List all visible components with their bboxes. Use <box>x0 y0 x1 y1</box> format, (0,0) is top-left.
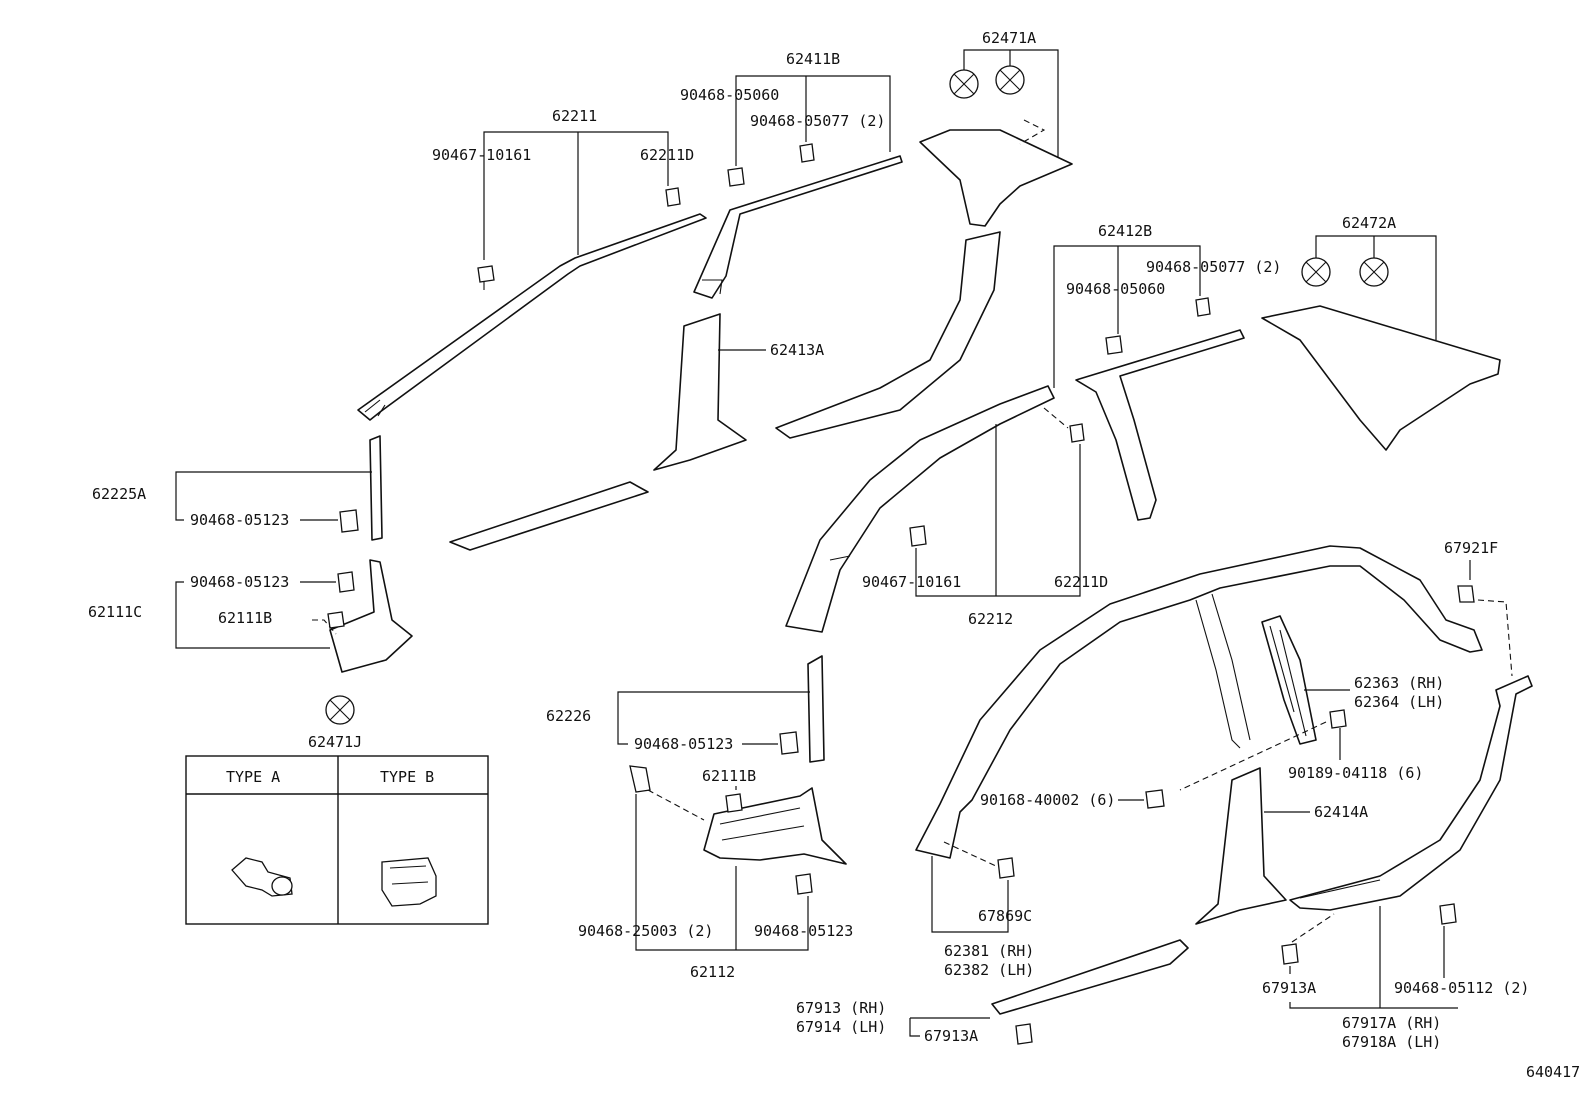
screw-67921F <box>1457 585 1475 603</box>
label-62414A: 62414A <box>1314 803 1368 821</box>
cross-clip-icon-d <box>1359 257 1389 287</box>
quarter-trim-upper-rear <box>1261 305 1501 451</box>
clip-62111B-front <box>327 611 345 629</box>
clip-90468-05060-b <box>1105 335 1123 355</box>
label-62382: 62382 (LH) <box>944 961 1034 979</box>
label-62411B: 62411B <box>786 50 840 68</box>
clip-62211D-front <box>665 187 681 207</box>
label-90468-05077-a: 90468-05077 (2) <box>750 112 885 130</box>
label-62226: 62226 <box>546 707 591 725</box>
clip-type-table: TYPE A TYPE B <box>185 755 489 925</box>
kick-panel-strip-rear <box>807 655 825 763</box>
cowl-side-trim-front <box>329 559 413 673</box>
label-90468-05077-b: 90468-05077 (2) <box>1146 258 1281 276</box>
clip-67913A-front <box>1015 1023 1033 1045</box>
label-67921F: 67921F <box>1444 539 1498 557</box>
diagram-code: 640417 <box>1526 1063 1580 1081</box>
clip-90468-05060-a <box>727 167 745 187</box>
clip-90468-05112 <box>1439 903 1457 925</box>
clip-90468-05123-d <box>795 873 813 895</box>
clip-62211D-rear <box>1069 423 1085 443</box>
clip-67913A-rear <box>1281 943 1299 965</box>
label-62211: 62211 <box>552 107 597 125</box>
clip-90468-05123-c <box>779 731 799 755</box>
label-90168-40002: 90168-40002 (6) <box>980 791 1115 809</box>
type-a-clip-icon <box>231 857 293 897</box>
label-62413A: 62413A <box>770 341 824 359</box>
quarter-trim-upper-front <box>919 129 1073 227</box>
cross-clip-icon-c <box>1301 257 1331 287</box>
rear-pillar-upper-garnish <box>1075 329 1245 521</box>
label-67914: 67914 (LH) <box>796 1018 886 1036</box>
a-pillar-garnish-front <box>357 213 707 421</box>
label-90468-25003: 90468-25003 (2) <box>578 922 713 940</box>
label-90468-05112: 90468-05112 (2) <box>1394 979 1529 997</box>
label-62412B: 62412B <box>1098 222 1152 240</box>
type-b-clip-icon <box>381 857 437 907</box>
label-62112: 62112 <box>690 963 735 981</box>
label-90468-05060-a: 90468-05060 <box>680 86 779 104</box>
label-67869C: 67869C <box>978 907 1032 925</box>
cross-clip-icon-a <box>949 69 979 99</box>
clip-90468-05077-b <box>1195 297 1211 317</box>
label-62211D-rear: 62211D <box>1054 573 1108 591</box>
clip-90467-10161-front <box>477 265 495 290</box>
label-67917A: 67917A (RH) <box>1342 1014 1441 1032</box>
rear-pillar-lower-garnish <box>775 231 1001 439</box>
cross-clip-icon-62471J <box>325 695 355 725</box>
center-pillar-upper-garnish <box>693 155 903 299</box>
label-67918A: 67918A (LH) <box>1342 1033 1441 1051</box>
clip-90467-10161-rear <box>909 525 927 547</box>
label-62211D-front: 62211D <box>640 146 694 164</box>
door-opening-trim <box>915 545 1483 859</box>
cross-clip-icon-b <box>995 65 1025 95</box>
label-62212: 62212 <box>968 610 1013 628</box>
clip-90468-05123-b <box>337 571 355 593</box>
clip-90468-05077-a <box>799 143 815 163</box>
center-pillar-lower-garnish <box>653 313 747 471</box>
screw-67869C <box>997 857 1015 879</box>
type-a-header: TYPE A <box>226 768 280 786</box>
label-62471A: 62471A <box>982 29 1036 47</box>
clip-90468-05123-a <box>339 509 359 533</box>
label-62111B-rear: 62111B <box>702 767 756 785</box>
front-scuff-plate <box>449 481 649 551</box>
rear-pillar-weatherstrip <box>1261 615 1317 745</box>
label-90189-04118: 90189-04118 (6) <box>1288 764 1423 782</box>
label-62363: 62363 (RH) <box>1354 674 1444 692</box>
label-67913A-front: 67913A <box>924 1027 978 1045</box>
label-62472A: 62472A <box>1342 214 1396 232</box>
label-90467-10161-rear: 90467-10161 <box>862 573 961 591</box>
clip-90468-25003 <box>629 765 651 793</box>
label-90468-05123-c: 90468-05123 <box>634 735 733 753</box>
cowl-side-trim-rear <box>703 787 847 865</box>
label-62111B-front: 62111B <box>218 609 272 627</box>
label-90468-05123-a: 90468-05123 <box>190 511 289 529</box>
a-pillar-garnish-rear <box>785 385 1055 633</box>
rear-door-scuff-plate <box>1289 675 1533 911</box>
label-67913A-rear: 67913A <box>1262 979 1316 997</box>
label-62225A: 62225A <box>92 485 146 503</box>
clip-90189-04118 <box>1329 709 1347 729</box>
label-90468-05123-b: 90468-05123 <box>190 573 289 591</box>
clip-62111B-rear <box>725 793 743 813</box>
screw-90168-40002 <box>1145 789 1165 809</box>
label-90468-05123-d: 90468-05123 <box>754 922 853 940</box>
label-62364: 62364 (LH) <box>1354 693 1444 711</box>
type-b-header: TYPE B <box>380 768 434 786</box>
center-pillar-lower-garnish-rear <box>1195 767 1287 925</box>
label-67913: 67913 (RH) <box>796 999 886 1017</box>
label-90468-05060-b: 90468-05060 <box>1066 280 1165 298</box>
front-door-scuff-plate <box>991 939 1189 1015</box>
label-90467-10161-front: 90467-10161 <box>432 146 531 164</box>
label-62471J: 62471J <box>308 733 362 751</box>
kick-panel-strip-front <box>369 435 383 541</box>
label-62111C: 62111C <box>88 603 142 621</box>
label-62381: 62381 (RH) <box>944 942 1034 960</box>
